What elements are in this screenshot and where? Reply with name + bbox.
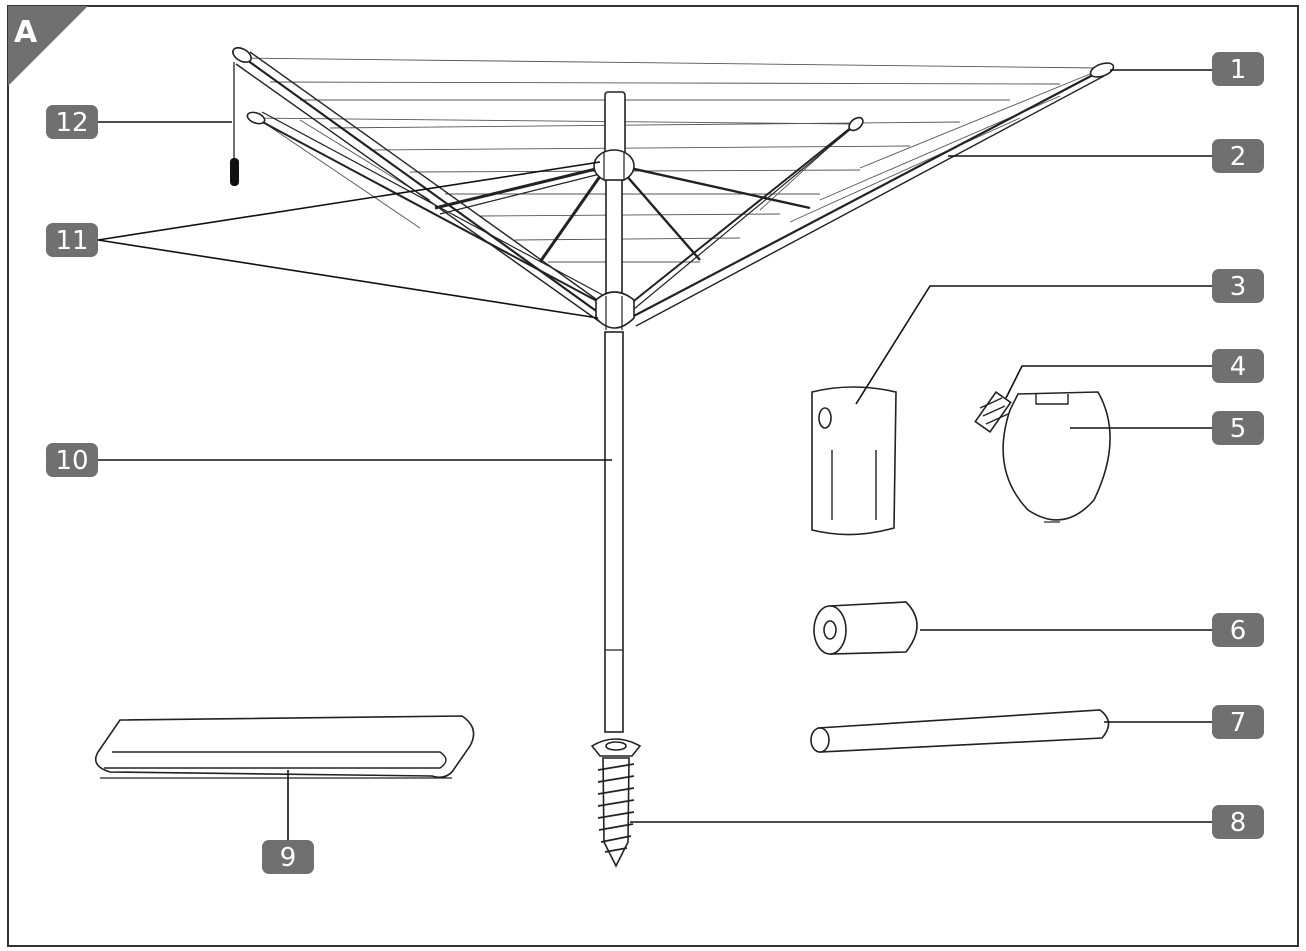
callout-3: 3 [1212, 269, 1264, 303]
sleeve-drawing [811, 386, 897, 536]
callout-12: 12 [46, 105, 98, 139]
corner-label: A [14, 15, 38, 50]
screw-drawing [974, 390, 1012, 434]
callout-5: 5 [1212, 411, 1264, 445]
cover-drawing [94, 715, 475, 779]
figure-frame [7, 5, 1299, 947]
svg-text:12: 12 [55, 108, 88, 138]
callout-7: 7 [1212, 705, 1264, 739]
callout-6: 6 [1212, 613, 1264, 647]
leader-lines [97, 69, 1214, 842]
svg-text:10: 10 [55, 446, 88, 476]
clip-drawing [974, 390, 1111, 523]
svg-text:3: 3 [1230, 272, 1247, 302]
svg-text:11: 11 [55, 226, 88, 256]
svg-text:4: 4 [1230, 352, 1247, 382]
callout-11: 11 [46, 223, 98, 257]
rotary-dryer-drawing [230, 46, 1115, 733]
callout-2: 2 [1212, 139, 1264, 173]
svg-text:6: 6 [1230, 616, 1247, 646]
callout-8: 8 [1212, 805, 1264, 839]
svg-text:5: 5 [1230, 414, 1247, 444]
callout-10: 10 [46, 443, 98, 477]
callout-1: 1 [1212, 52, 1264, 86]
corner-tab: A [8, 6, 88, 86]
svg-text:8: 8 [1230, 808, 1247, 838]
rod-drawing [810, 709, 1110, 753]
svg-text:9: 9 [280, 843, 297, 873]
short-tube-drawing [813, 601, 918, 655]
svg-text:2: 2 [1230, 142, 1247, 172]
clothes-lines [239, 57, 1101, 263]
callout-4: 4 [1212, 349, 1264, 383]
svg-text:1: 1 [1230, 55, 1247, 85]
callout-9: 9 [262, 840, 314, 874]
svg-text:7: 7 [1230, 708, 1247, 738]
ground-spike-drawing [590, 738, 642, 868]
